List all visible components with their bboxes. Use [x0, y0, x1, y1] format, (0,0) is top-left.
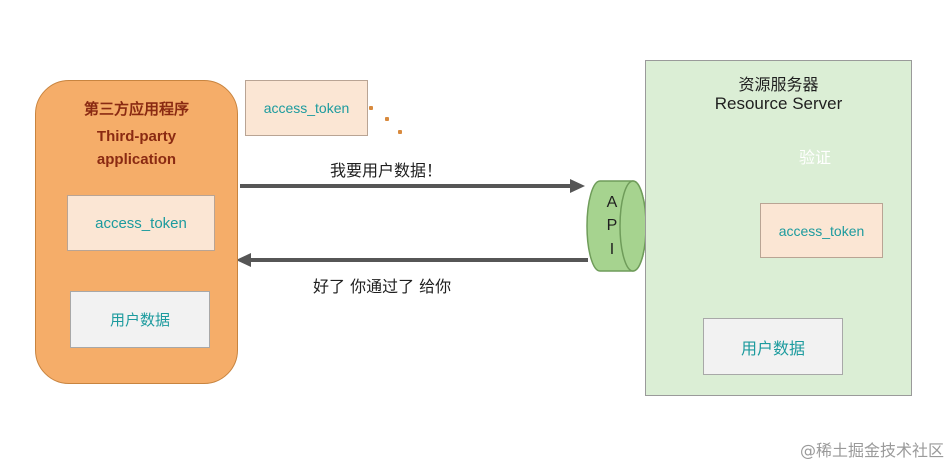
- third-party-app-title-en-line2: application: [96, 151, 177, 168]
- api-letter-i: I: [609, 241, 615, 258]
- response-arrow: [236, 253, 588, 267]
- resource-server-title-en: Resource Server: [714, 94, 843, 113]
- api-letter-p: P: [606, 217, 618, 234]
- app-access-token-label: access_token: [95, 214, 187, 232]
- floating-access-token-label: access_token: [263, 100, 350, 116]
- resource-server-title-cn: 资源服务器: [738, 75, 819, 94]
- api-letter-a: A: [606, 194, 618, 211]
- server-access-token-label: access_token: [778, 222, 865, 239]
- app-user-data-label: 用户数据: [109, 311, 170, 329]
- api-cylinder: [586, 180, 647, 272]
- third-party-app-title-en-line1: Third-party: [96, 128, 177, 145]
- request-arrow: [240, 179, 585, 193]
- verify-label: 验证: [798, 148, 831, 167]
- app-user-data-box: 用户数据: [70, 291, 210, 348]
- server-access-token-box: access_token: [760, 203, 883, 258]
- request-message: 我要用户数据！: [330, 161, 443, 180]
- watermark: @稀土掘金技术社区: [799, 441, 944, 460]
- trail-dot: [369, 106, 373, 110]
- third-party-app-title-en: Third-party application: [35, 125, 238, 171]
- floating-access-token-box: access_token: [245, 80, 368, 136]
- trail-dot: [385, 117, 389, 121]
- server-user-data-box: 用户数据: [703, 318, 843, 375]
- third-party-app-title-cn: 第三方应用程序: [83, 100, 189, 118]
- trail-dot: [398, 130, 402, 134]
- app-access-token-box: access_token: [67, 195, 215, 251]
- server-user-data-label: 用户数据: [740, 338, 805, 358]
- response-message: 好了 你通过了 给你: [313, 277, 452, 296]
